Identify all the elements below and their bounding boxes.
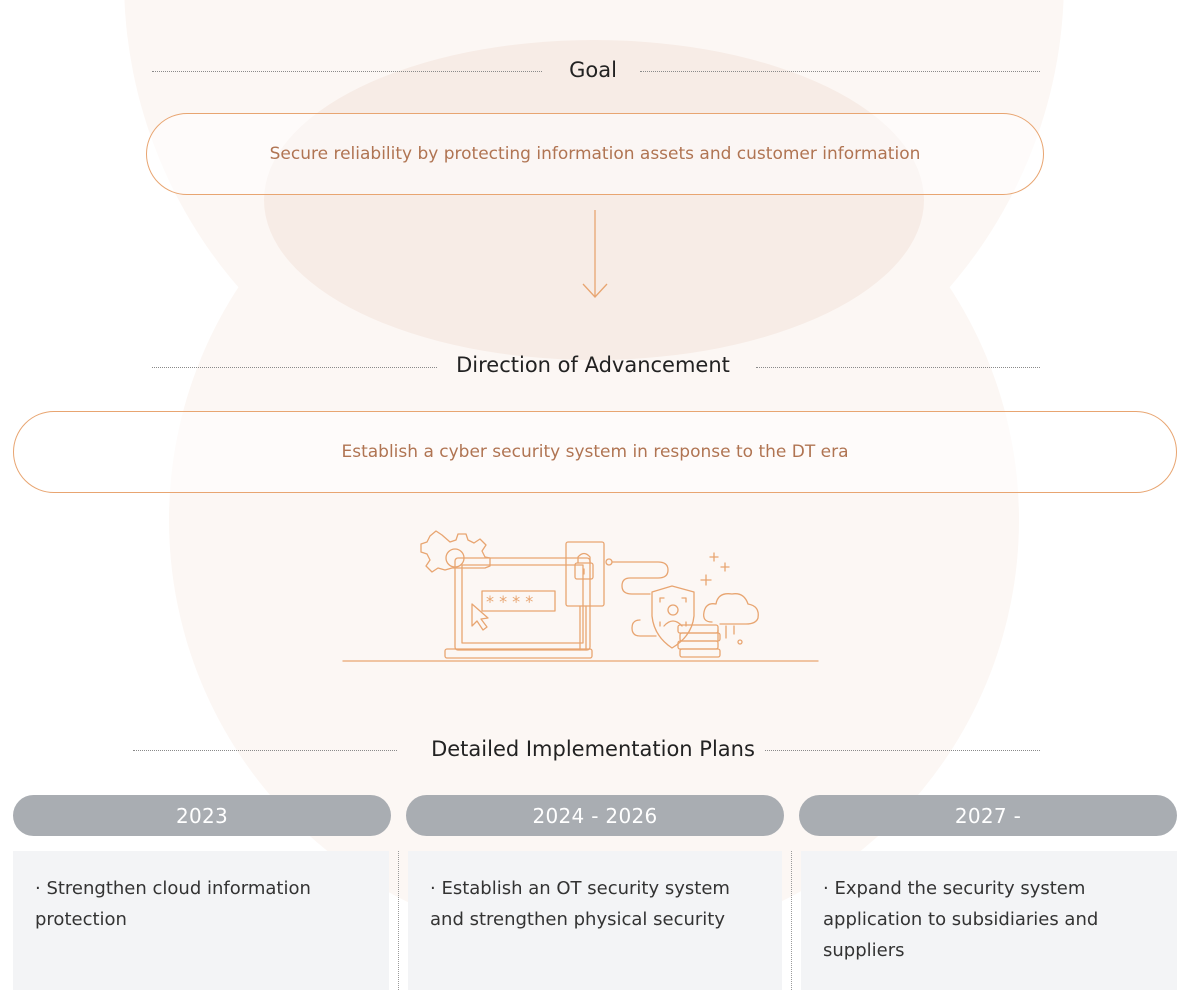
sparkle-icon xyxy=(700,552,730,586)
year-label: 2023 xyxy=(175,803,229,828)
divider-left xyxy=(152,367,437,368)
lock-icon xyxy=(565,541,613,651)
column-divider xyxy=(791,851,792,990)
divider-right xyxy=(756,367,1040,368)
laptop-icon xyxy=(444,557,593,659)
column-divider xyxy=(398,851,399,990)
divider-right xyxy=(765,750,1040,751)
divider-left xyxy=(152,71,542,72)
goal-text: Secure reliability by protecting informa… xyxy=(269,144,921,164)
divider-left xyxy=(133,750,397,751)
goal-pill: Secure reliability by protecting informa… xyxy=(146,113,1044,195)
direction-pill: Establish a cyber security system in res… xyxy=(13,411,1177,493)
cloud-icon xyxy=(703,593,759,645)
arrow-down-icon xyxy=(582,210,608,298)
cursor-icon xyxy=(471,603,489,631)
plan-box-2027: · Expand the security system application… xyxy=(801,851,1177,990)
year-tab-2024-2026: 2024 - 2026 xyxy=(406,795,784,836)
year-tab-2027: 2027 - xyxy=(799,795,1177,836)
plan-item: · Expand the security system application… xyxy=(823,878,1099,961)
plan-box-2024-2026: · Establish an OT security system and st… xyxy=(408,851,782,990)
plan-item: · Establish an OT security system and st… xyxy=(430,878,730,930)
year-label: 2024 - 2026 xyxy=(532,803,658,828)
cyber-security-illustration: * * * * xyxy=(342,530,819,662)
direction-title: Direction of Advancement xyxy=(456,353,730,377)
year-tab-2023: 2023 xyxy=(13,795,391,836)
shield-user-icon xyxy=(631,585,695,649)
divider-right xyxy=(640,71,1040,72)
plan-item: · Strengthen cloud information protectio… xyxy=(35,878,311,930)
direction-header: Direction of Advancement xyxy=(0,355,1186,379)
server-stack-icon xyxy=(677,624,721,658)
plans-title: Detailed Implementation Plans xyxy=(431,737,755,761)
goal-title: Goal xyxy=(569,58,617,82)
goal-header: Goal xyxy=(0,60,1186,84)
plan-box-2023: · Strengthen cloud information protectio… xyxy=(13,851,389,990)
direction-text: Establish a cyber security system in res… xyxy=(341,442,849,462)
svg-text:* * * *: * * * * xyxy=(486,592,533,611)
plans-header: Detailed Implementation Plans xyxy=(0,739,1186,763)
year-label: 2027 - xyxy=(954,803,1022,828)
password-field-icon: * * * * xyxy=(481,590,556,612)
